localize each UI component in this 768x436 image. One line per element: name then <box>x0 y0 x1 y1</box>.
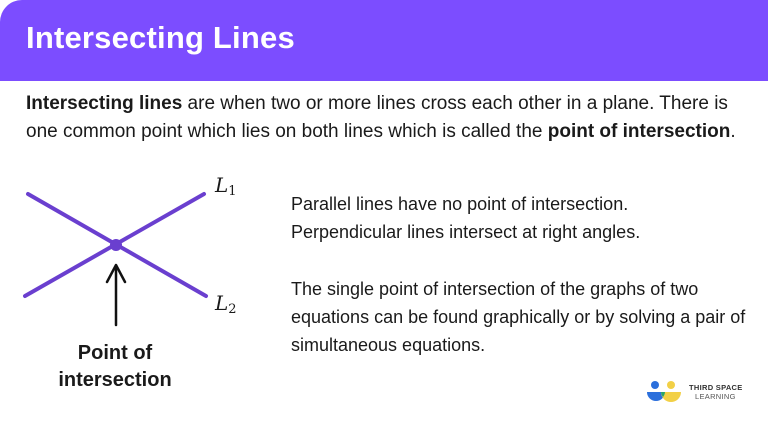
diagram-caption: Point of intersection <box>58 342 172 391</box>
side-paragraph-1: Parallel lines have no point of intersec… <box>291 194 641 242</box>
arrow-up-icon <box>105 263 127 327</box>
page-title: Intersecting Lines <box>26 20 295 55</box>
intro-paragraph: Intersecting lines are when two or more … <box>26 90 756 146</box>
side-paragraph-2: The single point of intersection of the … <box>291 279 746 355</box>
title-banner: Intersecting Lines <box>0 0 768 81</box>
logo-icon <box>647 381 681 402</box>
intersection-point <box>110 239 122 251</box>
third-space-learning-logo: THIRD SPACE LEARNING <box>645 380 743 404</box>
intro-term: Intersecting lines <box>26 93 183 114</box>
intro-term-2: point of intersection <box>547 121 731 142</box>
logo-text: THIRD SPACE LEARNING <box>689 383 743 401</box>
intersecting-lines-diagram <box>23 192 208 327</box>
label-l2: L2 <box>215 291 237 317</box>
intro-period: . <box>730 121 736 142</box>
label-l1: L1 <box>215 173 237 199</box>
intro-text: are when two or more lines cross each ot… <box>26 93 728 142</box>
